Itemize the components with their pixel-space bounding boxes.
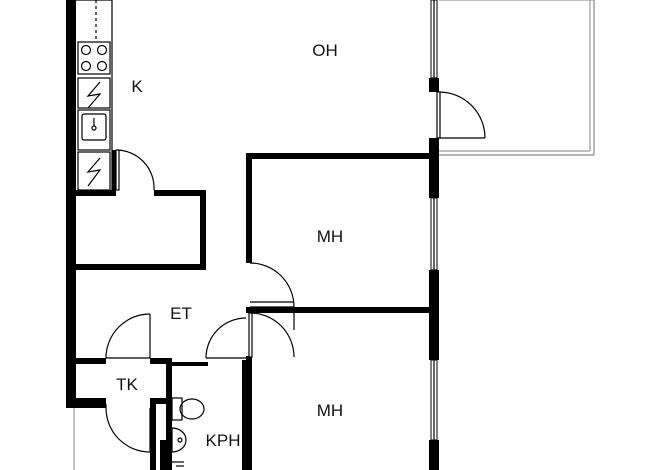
fridge-icon (77, 151, 111, 191)
bath-top-wall (172, 362, 208, 366)
bedroom-upper-top-wall (246, 153, 436, 159)
room-label-closet: TK (116, 375, 138, 394)
appliance-icon (77, 77, 111, 109)
right-exterior-wall-low (429, 440, 439, 470)
bedroom-upper-left-wall (246, 153, 252, 263)
storage-door (115, 149, 155, 191)
room-label-bathroom: KPH (206, 431, 241, 450)
entrance-door (105, 404, 151, 453)
left-wall-bottom-stub (66, 398, 106, 408)
balcony-outline (439, 0, 595, 156)
bedroom-lower-door (248, 312, 295, 358)
storage-bottom-wall (76, 264, 206, 270)
left-exterior-wall (66, 0, 76, 408)
storage-right-wall (200, 190, 206, 270)
room-label-bedroom-upper: MH (317, 227, 343, 246)
shower-icon (172, 461, 184, 467)
closet-right-wall (166, 358, 172, 470)
closet-door (105, 313, 151, 359)
right-exterior-wall (429, 138, 439, 198)
stove-icon (77, 41, 111, 75)
sink-icon (77, 109, 111, 151)
balcony-door (436, 91, 486, 139)
storage-top-wall-right (154, 190, 206, 196)
closet-lower-wall (150, 398, 172, 404)
closet-top-wall (76, 358, 106, 364)
room-label-living: OH (312, 41, 338, 60)
washbasin-icon (171, 427, 187, 453)
bedroom-lower-left-wall (246, 356, 252, 470)
room-label-entry: ET (170, 304, 192, 323)
closet-top-wall-right (150, 358, 172, 364)
storage-top-wall-left (76, 190, 114, 196)
bedroom-upper-door (249, 262, 295, 308)
toilet-icon (171, 397, 205, 421)
bedroom-divider-wall (246, 307, 436, 313)
room-label-bedroom-lower: MH (317, 401, 343, 420)
bath-right-wall (242, 360, 248, 470)
storage-left-lintel (112, 150, 116, 196)
room-label-kitchen: K (131, 77, 143, 96)
bathroom-door (205, 317, 247, 359)
living-wall-post (429, 78, 439, 92)
right-exterior-wall-mid (429, 270, 439, 360)
bath-left-wall (160, 440, 168, 470)
closet-lower-stub (150, 398, 156, 470)
